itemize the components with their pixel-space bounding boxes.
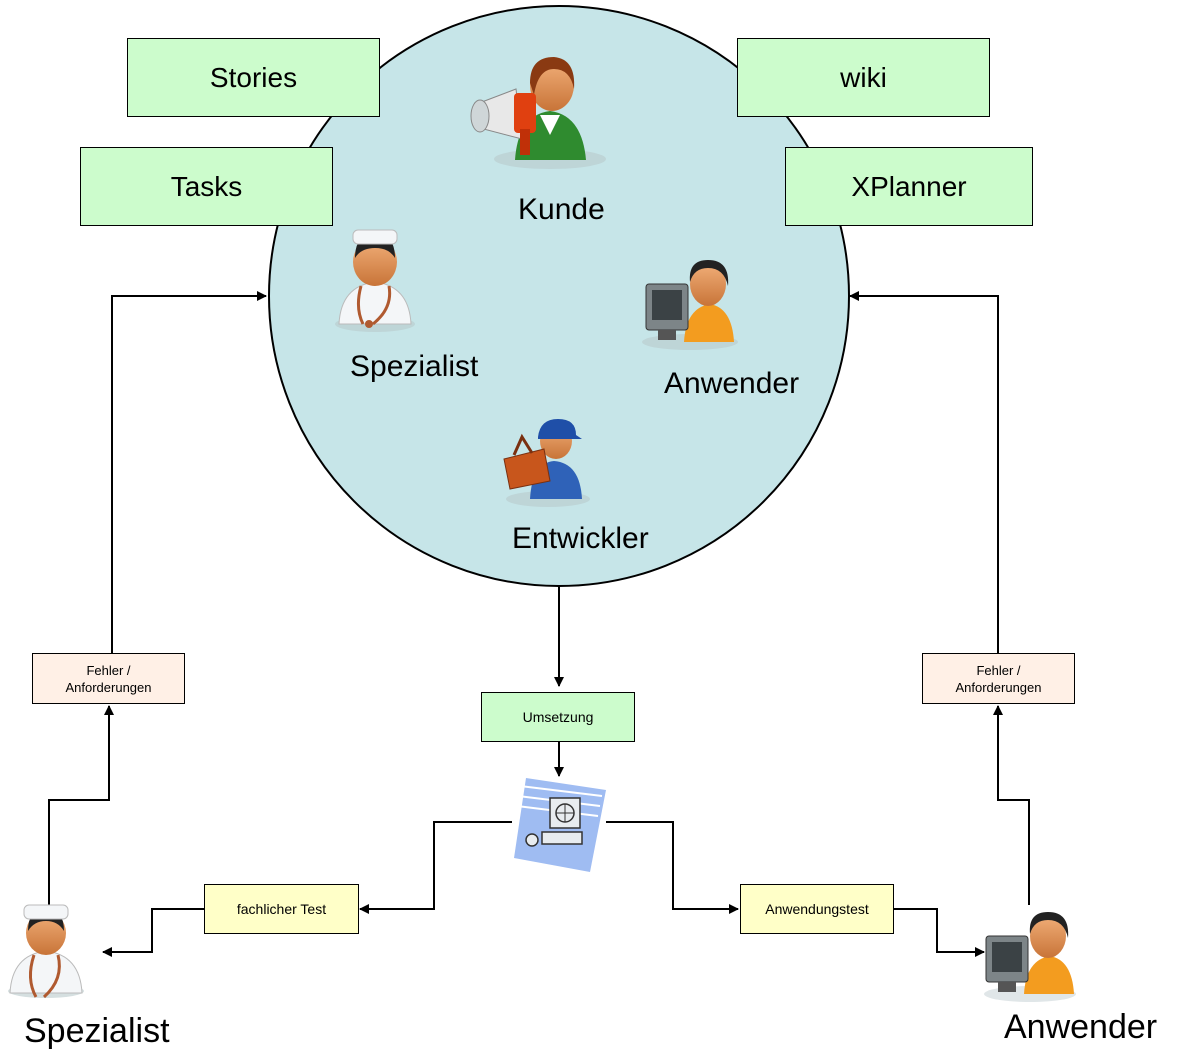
umsetzung-box: Umsetzung — [481, 692, 635, 742]
anwendungstest-box: Anwendungstest — [740, 884, 894, 934]
anwender-inner-label: Anwender — [664, 367, 800, 400]
connector-system-anwendungstest — [606, 821, 739, 914]
feedback-box-right: Fehler / Anforderungen — [922, 653, 1075, 704]
tasks-label: Tasks — [170, 170, 243, 202]
user-at-computer-icon — [984, 912, 1076, 1002]
developer-toolbox-icon — [503, 419, 590, 507]
feedback-right-line2: Anforderungen — [955, 679, 1042, 695]
kunde-label: Kunde — [518, 193, 605, 226]
spezialist-outer-label: Spezialist — [24, 1012, 170, 1050]
xplanner-label: XPlanner — [851, 170, 967, 202]
feedback-box-left: Fehler / Anforderungen — [32, 653, 185, 704]
computer-system-icon — [514, 778, 606, 872]
doctor-specialist-icon — [335, 229, 415, 332]
anwender-outer-label: Anwender — [1004, 1008, 1158, 1046]
feedback-left-line1: Fehler / — [86, 662, 131, 678]
connector-anwender-feedback — [993, 705, 1030, 905]
connector-system-fachlicher-test — [359, 821, 512, 914]
feedback-left-line2: Anforderungen — [65, 679, 152, 695]
fachlicher-test-label: fachlicher Test — [236, 901, 327, 917]
feedback-right-line1: Fehler / — [976, 662, 1021, 678]
tasks-box: Tasks — [80, 147, 333, 226]
stories-label: Stories — [209, 61, 298, 93]
connector-feedback-circle-left — [111, 291, 267, 653]
spezialist-inner-label: Spezialist — [350, 350, 479, 383]
connector-feedback-circle-right — [849, 291, 999, 653]
connector-spezialist-feedback — [48, 705, 114, 905]
user-at-computer-icon — [642, 260, 738, 350]
connector-anwendungstest-anwender — [894, 908, 985, 957]
customer-megaphone-icon — [470, 57, 606, 169]
stories-box: Stories — [127, 38, 380, 117]
xplanner-box: XPlanner — [785, 147, 1033, 226]
connector-fachlicher-test-spezialist — [102, 908, 204, 957]
wiki-box: wiki — [737, 38, 990, 117]
wiki-label: wiki — [840, 61, 887, 93]
doctor-specialist-icon — [8, 904, 84, 999]
fachlicher-test-box: fachlicher Test — [204, 884, 359, 934]
anwendungstest-label: Anwendungstest — [765, 901, 869, 917]
umsetzung-label: Umsetzung — [522, 709, 594, 725]
entwickler-label: Entwickler — [512, 522, 649, 555]
